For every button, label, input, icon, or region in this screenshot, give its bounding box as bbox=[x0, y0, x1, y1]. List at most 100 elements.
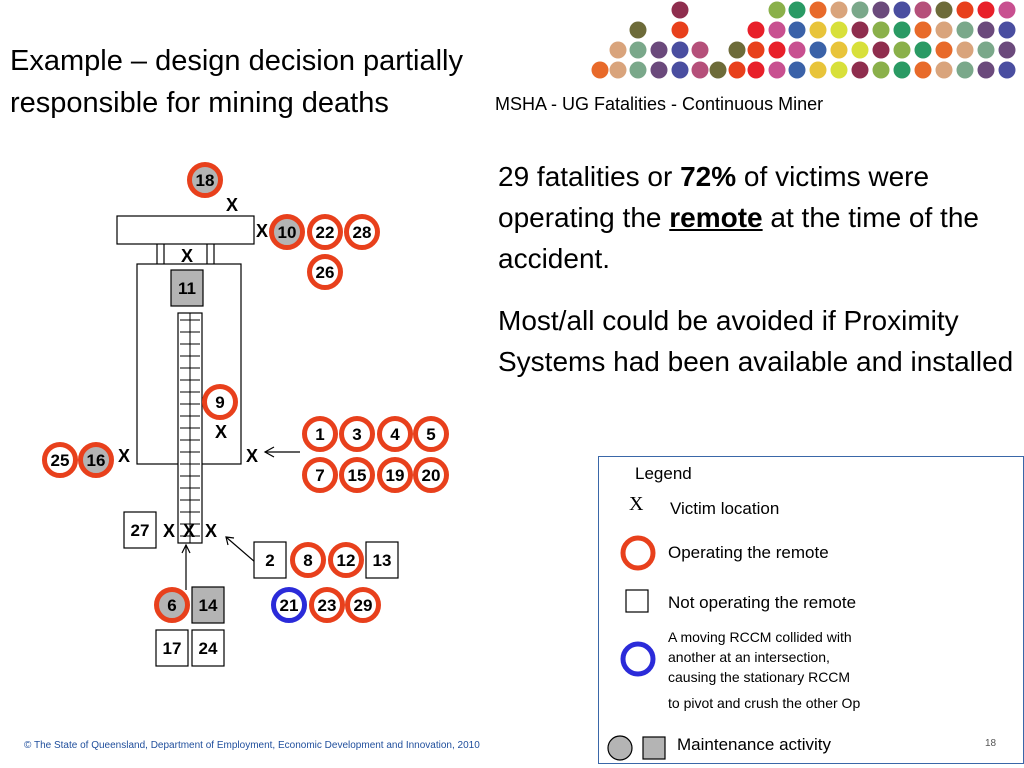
decorative-dot bbox=[609, 61, 627, 79]
victim-marker-10: 10 bbox=[269, 214, 305, 250]
victim-marker-15: 15 bbox=[339, 457, 375, 493]
decorative-dot bbox=[977, 21, 995, 39]
diagram-background bbox=[30, 150, 490, 690]
legend-collision-text: A moving RCCM collided with another at a… bbox=[668, 627, 860, 713]
victim-marker-20: 20 bbox=[413, 457, 449, 493]
marker-label: 12 bbox=[337, 551, 356, 570]
legend-box: Legend X Victim location Operating the r… bbox=[598, 456, 1024, 764]
fatalities-paragraph: 29 fatalities or 72% of victims were ope… bbox=[498, 156, 1018, 279]
decorative-dot bbox=[935, 61, 953, 79]
marker-label: 1 bbox=[315, 425, 324, 444]
victim-marker-16: 16 bbox=[78, 442, 114, 478]
page-number: 18 bbox=[985, 738, 997, 749]
victim-x-mark: X bbox=[183, 521, 195, 541]
marker-circle bbox=[377, 457, 413, 493]
victim-marker-13: 13 bbox=[365, 541, 399, 579]
decorative-dot bbox=[768, 21, 786, 39]
decorative-dot bbox=[830, 41, 848, 59]
marker-label: 16 bbox=[87, 451, 106, 470]
decorative-dot bbox=[872, 61, 890, 79]
victim-marker-3: 3 bbox=[339, 416, 375, 452]
decorative-dot bbox=[956, 61, 974, 79]
marker-label: 24 bbox=[199, 639, 218, 658]
decorative-dot bbox=[788, 61, 806, 79]
marker-label: 13 bbox=[373, 551, 392, 570]
victim-marker-26: 26 bbox=[307, 254, 343, 290]
arrowhead bbox=[263, 446, 275, 458]
decorative-dot bbox=[691, 61, 709, 79]
decorative-dot bbox=[747, 41, 765, 59]
collision-line: to pivot and crush the other Op bbox=[668, 695, 861, 711]
marker-circle bbox=[290, 542, 326, 578]
decorative-dot bbox=[809, 61, 827, 79]
decorative-dot bbox=[747, 61, 765, 79]
decorative-dot bbox=[809, 21, 827, 39]
marker-circle bbox=[344, 214, 380, 250]
decorative-dot bbox=[914, 41, 932, 59]
legend-x-icon: X bbox=[629, 493, 644, 515]
legend-title: Legend bbox=[635, 464, 692, 483]
victim-x-mark: X bbox=[181, 246, 193, 266]
decorative-dot bbox=[851, 41, 869, 59]
marker-label: 27 bbox=[131, 521, 150, 540]
decorative-dot bbox=[609, 41, 627, 59]
victim-marker-8: 8 bbox=[290, 542, 326, 578]
decorative-dot bbox=[872, 21, 890, 39]
marker-label: 23 bbox=[318, 596, 337, 615]
marker-circle bbox=[345, 587, 381, 623]
marker-label: 7 bbox=[315, 466, 324, 485]
victim-x-mark: X bbox=[163, 521, 175, 541]
gray-square-icon bbox=[642, 736, 666, 760]
decorative-dot bbox=[747, 21, 765, 39]
decorative-dot bbox=[671, 61, 689, 79]
para1-part-c: at the time of the accident. bbox=[498, 202, 979, 274]
decorative-dot bbox=[788, 41, 806, 59]
decorative-dot bbox=[809, 1, 827, 19]
victim-marker-14: 14 bbox=[191, 586, 225, 624]
decorative-dot bbox=[914, 21, 932, 39]
decorative-dot bbox=[691, 41, 709, 59]
decorative-dot bbox=[851, 1, 869, 19]
decorative-dot bbox=[591, 61, 609, 79]
legend-victim-location: Victim location bbox=[670, 499, 780, 518]
decorative-dot bbox=[872, 41, 890, 59]
marker-label: 6 bbox=[167, 596, 176, 615]
marker-label: 14 bbox=[199, 596, 218, 615]
marker-square bbox=[170, 269, 204, 307]
marker-label: 3 bbox=[352, 425, 361, 444]
marker-circle bbox=[309, 587, 345, 623]
decorative-dot bbox=[998, 41, 1016, 59]
red-circle-icon bbox=[620, 535, 656, 571]
victim-x-mark: X bbox=[246, 446, 258, 466]
decorative-dot bbox=[998, 1, 1016, 19]
marker-circle bbox=[413, 416, 449, 452]
percent-value: 72% bbox=[680, 161, 737, 192]
marker-square bbox=[191, 629, 225, 667]
victim-marker-19: 19 bbox=[377, 457, 413, 493]
decorative-dot bbox=[629, 41, 647, 59]
victim-x-mark: X bbox=[118, 446, 130, 466]
decorative-dot bbox=[977, 1, 995, 19]
victim-x-mark: X bbox=[256, 221, 268, 241]
victim-x-mark: X bbox=[205, 521, 217, 541]
decorative-dot bbox=[671, 1, 689, 19]
marker-label: 19 bbox=[386, 466, 405, 485]
marker-square bbox=[365, 541, 399, 579]
marker-label: 17 bbox=[163, 639, 182, 658]
decorative-dot bbox=[768, 41, 786, 59]
cutter-head bbox=[116, 215, 255, 245]
marker-circle bbox=[328, 542, 364, 578]
decorative-dot bbox=[788, 21, 806, 39]
decorative-dot bbox=[768, 61, 786, 79]
marker-circle bbox=[339, 457, 375, 493]
victim-x-mark: X bbox=[226, 195, 238, 215]
victim-marker-28: 28 bbox=[344, 214, 380, 250]
arrowhead bbox=[225, 536, 235, 546]
decorative-dot bbox=[998, 21, 1016, 39]
victim-marker-27: 27 bbox=[123, 511, 157, 549]
marker-circle bbox=[78, 442, 114, 478]
arrow-line bbox=[225, 536, 256, 563]
victim-marker-1: 1 bbox=[302, 416, 338, 452]
marker-circle bbox=[339, 416, 375, 452]
decorative-dot bbox=[935, 41, 953, 59]
